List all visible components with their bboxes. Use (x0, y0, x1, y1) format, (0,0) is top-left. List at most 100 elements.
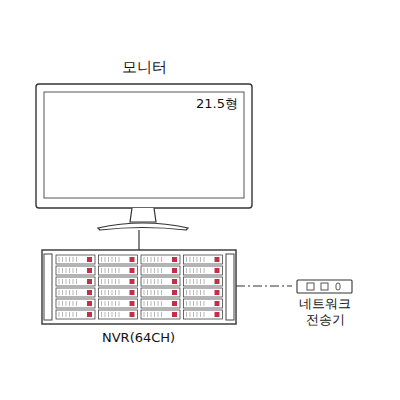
bay-vent (69, 257, 70, 262)
power-port (336, 283, 340, 290)
bay-vent (204, 312, 205, 317)
bay-vent (193, 301, 194, 306)
bay-vent (66, 290, 67, 295)
bay-vent (62, 279, 63, 284)
bay-vent (193, 290, 194, 295)
bay-vent (119, 257, 120, 262)
bay-vent (115, 279, 116, 284)
bay-vent (158, 290, 159, 295)
bay-vent (204, 290, 205, 295)
drive-bay (99, 288, 138, 297)
drive-bays (56, 255, 223, 319)
nvr-right-handle (226, 254, 234, 320)
bay-vent (108, 290, 109, 295)
bay-vent (66, 268, 67, 273)
transmitter-box (297, 280, 352, 293)
bay-vent (119, 312, 120, 317)
bay-vent (69, 279, 70, 284)
bay-latch (215, 257, 220, 262)
bay-vent (197, 268, 198, 273)
bay-vent (186, 301, 187, 306)
bay-vent (59, 257, 60, 262)
bay-vent (112, 312, 113, 317)
bay-latch (172, 290, 177, 295)
bay-latch (87, 257, 92, 262)
drive-bay (141, 277, 180, 286)
drive-bay (56, 299, 95, 308)
bay-vent (108, 257, 109, 262)
bay-vent (76, 279, 77, 284)
bay-latch (130, 312, 135, 317)
drive-bay (141, 266, 180, 275)
bay-vent (186, 290, 187, 295)
bay-vent (105, 312, 106, 317)
drive-bay (184, 266, 223, 275)
bay-vent (73, 268, 74, 273)
drive-bay (99, 266, 138, 275)
bay-vent (147, 279, 148, 284)
bay-vent (147, 301, 148, 306)
bay-vent (197, 279, 198, 284)
bay-vent (154, 268, 155, 273)
bay-vent (59, 279, 60, 284)
monitor-base (98, 223, 188, 230)
bay-vent (200, 301, 201, 306)
drive-bay (141, 299, 180, 308)
bay-vent (147, 312, 148, 317)
bay-latch (130, 301, 135, 306)
bay-vent (161, 312, 162, 317)
bay-vent (158, 268, 159, 273)
bay-vent (144, 257, 145, 262)
bay-vent (62, 290, 63, 295)
bay-vent (161, 257, 162, 262)
bay-vent (119, 290, 120, 295)
bay-vent (108, 268, 109, 273)
bay-vent (69, 290, 70, 295)
bay-vent (66, 301, 67, 306)
bay-vent (69, 301, 70, 306)
bay-vent (144, 268, 145, 273)
bay-vent (151, 279, 152, 284)
drive-bay (56, 266, 95, 275)
bay-latch (130, 290, 135, 295)
bay-vent (73, 301, 74, 306)
drive-bay (184, 288, 223, 297)
bay-vent (105, 257, 106, 262)
node-label: NVR(64CH) (102, 330, 175, 346)
node-label: 모니터 (122, 58, 167, 76)
bay-latch (215, 290, 220, 295)
drive-bay (184, 299, 223, 308)
bay-vent (204, 268, 205, 273)
bay-vent (154, 301, 155, 306)
bay-vent (105, 301, 106, 306)
bay-vent (200, 257, 201, 262)
bay-vent (105, 268, 106, 273)
bay-vent (115, 257, 116, 262)
bay-vent (144, 290, 145, 295)
drive-bay (99, 255, 138, 264)
bay-vent (76, 257, 77, 262)
bay-vent (112, 279, 113, 284)
bay-vent (154, 279, 155, 284)
bay-vent (115, 312, 116, 317)
bay-vent (101, 279, 102, 284)
bay-latch (215, 312, 220, 317)
bay-vent (161, 290, 162, 295)
bay-vent (204, 257, 205, 262)
lan-port (307, 283, 314, 290)
nvr-left-handle (44, 254, 52, 320)
bay-latch (215, 279, 220, 284)
bay-vent (186, 312, 187, 317)
bay-latch (87, 301, 92, 306)
bay-vent (147, 268, 148, 273)
bay-vent (119, 279, 120, 284)
bay-vent (105, 279, 106, 284)
bay-vent (101, 257, 102, 262)
bay-vent (161, 279, 162, 284)
bay-vent (193, 268, 194, 273)
bay-vent (193, 312, 194, 317)
bay-latch (87, 279, 92, 284)
bay-vent (115, 268, 116, 273)
